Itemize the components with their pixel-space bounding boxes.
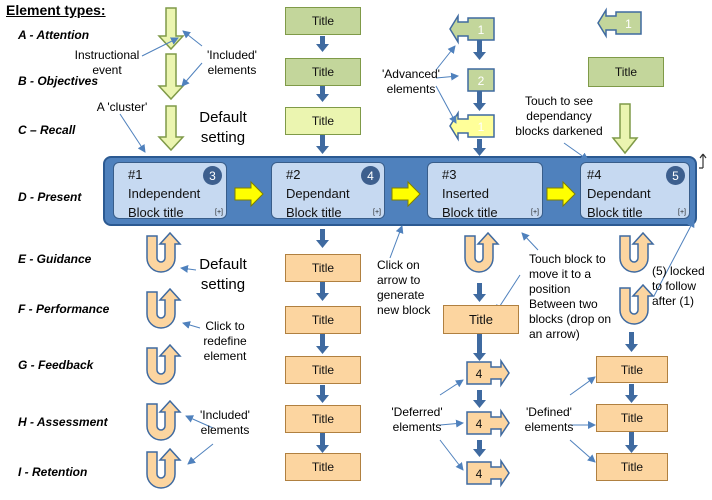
col2-title-assessment[interactable]: Title bbox=[285, 405, 361, 433]
col1-green-arrows bbox=[157, 7, 185, 152]
col2-title-performance[interactable]: Title bbox=[285, 306, 361, 334]
col2-title-guidance[interactable]: Title bbox=[285, 254, 361, 282]
block-inserted-text: #3 Inserted Block title bbox=[442, 167, 498, 220]
row-label-feedback: G - Feedback bbox=[18, 358, 94, 372]
col4-green-arrow bbox=[611, 103, 639, 155]
diagram-heading: Element types: bbox=[6, 2, 106, 18]
advanced-shapes bbox=[449, 7, 642, 142]
annotation-touch-move: Touch block to move it to a position Bet… bbox=[529, 252, 612, 341]
row-label-guidance: E - Guidance bbox=[18, 252, 92, 266]
block-dependant-2-text: #2 Dependant Block title bbox=[286, 167, 350, 220]
block-independent[interactable]: #1 Independent Block title 3 [+] bbox=[113, 162, 227, 220]
deferred-shapes bbox=[466, 358, 510, 488]
annotation-deferred: 'Deferred' elements bbox=[391, 405, 443, 434]
row-label-objectives: B - Objectives bbox=[18, 74, 99, 88]
u-arrows bbox=[146, 231, 655, 489]
annotation-cluster: A 'cluster' bbox=[96, 100, 148, 114]
block-dependant-4-text: #4 Dependant Block title bbox=[587, 167, 651, 220]
expand-icon[interactable]: [+] bbox=[531, 209, 539, 216]
annotation-instructional-event: Instructional event bbox=[74, 48, 140, 77]
yellow-link-arrows bbox=[234, 180, 576, 208]
col2-title-objectives[interactable]: Title bbox=[285, 58, 361, 86]
col4-top-badge: 1 bbox=[625, 16, 632, 31]
block-independent-text: #1 Independent Block title bbox=[128, 167, 201, 220]
expand-icon[interactable]: [+] bbox=[215, 209, 223, 216]
col2-title-recall[interactable]: Title bbox=[285, 107, 361, 135]
advanced-badge-3: 1 bbox=[477, 119, 485, 134]
annotation-advanced: 'Advanced' elements bbox=[382, 67, 440, 96]
col4-title-assessment[interactable]: Title bbox=[596, 404, 668, 432]
col2-title-retention[interactable]: Title bbox=[285, 453, 361, 481]
col4-title-objectives[interactable]: Title bbox=[588, 57, 664, 87]
annotation-included-top: 'Included' elements bbox=[207, 48, 257, 77]
corner-arrow-icon bbox=[699, 153, 707, 169]
annotation-touch-dependancy: Touch to see dependancy blocks darkened bbox=[515, 94, 603, 138]
block-dependant-4[interactable]: #4 Dependant Block title 5 [+] bbox=[580, 162, 690, 220]
advanced-badge-2: 2 bbox=[477, 73, 485, 88]
block-dependant-2-count: 4 bbox=[361, 166, 380, 185]
expand-icon[interactable]: [+] bbox=[678, 209, 686, 216]
col4-title-retention[interactable]: Title bbox=[596, 453, 668, 481]
row-label-assessment: H - Assessment bbox=[18, 415, 108, 429]
col3-title-performance[interactable]: Title bbox=[443, 305, 519, 334]
annotation-pointers bbox=[119, 30, 695, 471]
row-label-attention: A - Attention bbox=[18, 28, 90, 42]
row-label-recall: C – Recall bbox=[18, 123, 76, 137]
block-dependant-4-count: 5 bbox=[666, 166, 685, 185]
col3-blue-arrows bbox=[473, 40, 486, 457]
annotation-defined: 'Defined' elements bbox=[524, 405, 574, 434]
col4-title-feedback[interactable]: Title bbox=[596, 356, 668, 383]
col2-title-feedback[interactable]: Title bbox=[285, 356, 361, 384]
annotation-included-bottom: 'Included' elements bbox=[200, 408, 250, 437]
col2-title-attention[interactable]: Title bbox=[285, 7, 361, 35]
row-label-present: D - Present bbox=[18, 190, 82, 204]
annotation-locked: (5) locked to follow after (1) bbox=[652, 264, 705, 308]
block-inserted[interactable]: #3 Inserted Block title [+] bbox=[427, 162, 543, 220]
expand-icon[interactable]: [+] bbox=[373, 209, 381, 216]
block-independent-count: 3 bbox=[203, 166, 222, 185]
row-label-retention: I - Retention bbox=[18, 465, 88, 479]
row-label-performance: F - Performance bbox=[18, 302, 110, 316]
col4-blue-arrows bbox=[625, 332, 638, 453]
annotation-click-arrow: Click on arrow to generate new block bbox=[377, 258, 431, 317]
deferred-badge-2: 4 bbox=[475, 417, 483, 431]
annotation-default-setting-bottom: Default setting bbox=[199, 256, 247, 293]
annotation-default-setting-top: Default setting bbox=[199, 109, 247, 146]
advanced-badge-1: 1 bbox=[477, 22, 485, 37]
col2-blue-arrows bbox=[316, 36, 329, 453]
deferred-badge-1: 4 bbox=[475, 367, 483, 381]
block-dependant-2[interactable]: #2 Dependant Block title 4 [+] bbox=[271, 162, 385, 220]
deferred-badge-3: 4 bbox=[475, 467, 483, 481]
annotation-click-redefine: Click to redefine element bbox=[203, 319, 247, 363]
